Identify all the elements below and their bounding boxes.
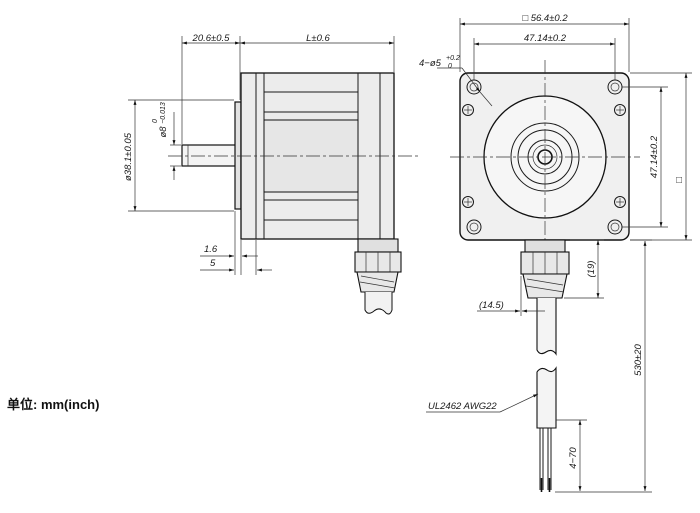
dim-body-length: L±0.6 xyxy=(306,33,330,44)
dim-hole-spacing-h: 47.14±0.2 xyxy=(524,33,567,44)
screw xyxy=(462,104,474,116)
dim-strip-length: 4−70 xyxy=(568,447,579,469)
dim-hole-spacing-v: 47.14±0.2 xyxy=(649,135,660,178)
dim-flange-thickness: 1.6 xyxy=(204,244,218,255)
dim-shaft-length: 20.6±0.5 xyxy=(192,33,231,44)
dim-shaft-tol-upper: 0 xyxy=(152,119,159,123)
dim-square-symbol: □ xyxy=(674,177,685,183)
dim-pilot-diameter: ø38.1±0.05 xyxy=(123,132,134,181)
dim-holes-label: 4−ø5 xyxy=(419,58,442,69)
lead-cable xyxy=(536,298,557,492)
dim-holes-tol-upper: +0.2 xyxy=(446,55,460,62)
side-cable-gland xyxy=(354,238,402,315)
dim-shaft-diameter: ø8 xyxy=(158,126,169,138)
front-view: □ 56.4±0.2 47.14±0.2 47.14±0.2 □ 4−ø5 +0… xyxy=(419,13,692,493)
screw xyxy=(462,196,474,208)
dim-pilot-depth: 5 xyxy=(210,258,216,269)
motor-shaft xyxy=(181,144,241,167)
front-cable-gland xyxy=(520,239,570,299)
dim-flange-square: □ 56.4±0.2 xyxy=(522,13,568,24)
dim-gland-height: (19) xyxy=(586,261,597,278)
cable-spec-label: UL2462 AWG22 xyxy=(428,401,497,412)
dim-gland-offset: (14.5) xyxy=(479,300,504,311)
mounting-hole xyxy=(466,219,482,235)
dim-holes-tol-lower: 0 xyxy=(448,63,452,70)
dim-shaft-tol-lower: −0.013 xyxy=(160,102,167,124)
dim-lead-length: 530±20 xyxy=(633,343,644,375)
unit-label: 单位: mm(inch) xyxy=(7,397,100,412)
pilot-boss xyxy=(234,101,242,210)
side-view: 20.6±0.5 L±0.6 ø38.1±0.05 ø8 0 −0.013 1.… xyxy=(123,33,420,315)
screw xyxy=(614,104,626,116)
screw xyxy=(614,196,626,208)
